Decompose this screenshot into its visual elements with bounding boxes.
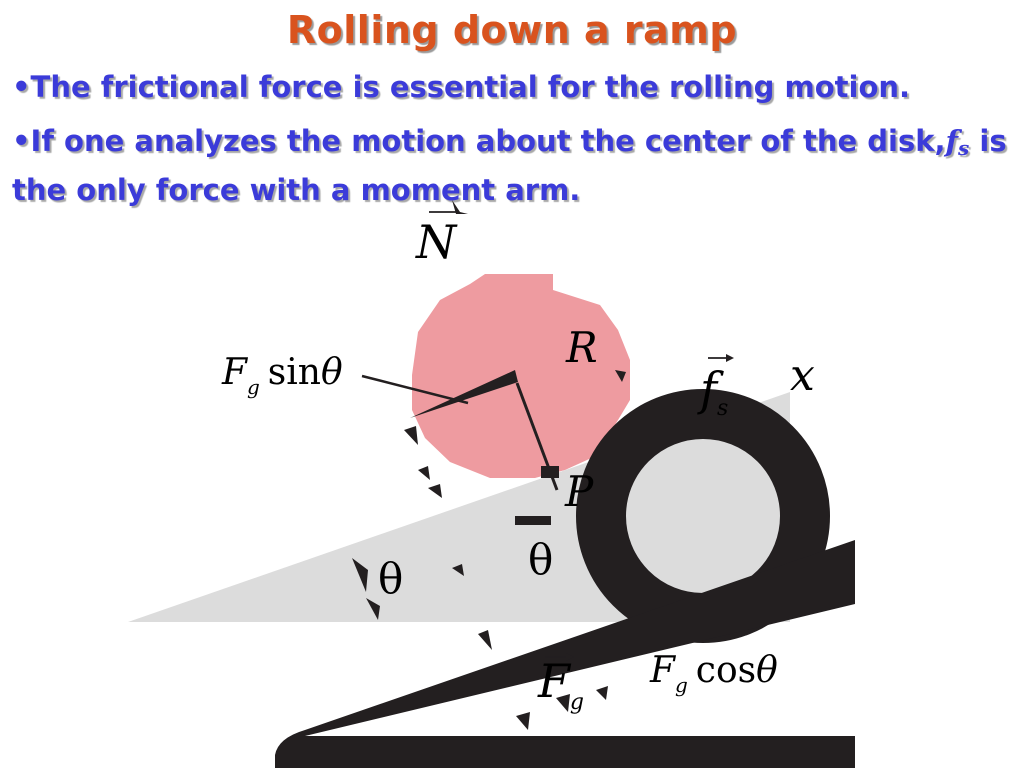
disk bbox=[412, 274, 630, 478]
ramp-band bbox=[275, 540, 855, 768]
fg-sin-leader bbox=[361, 374, 469, 405]
bullet-moment-arm: •If one analyzes the motion about the ce… bbox=[12, 120, 1012, 211]
angle-marks bbox=[352, 558, 380, 620]
bullet-marker: • bbox=[12, 70, 31, 104]
normal-arrow-head bbox=[452, 200, 468, 214]
friction-symbol-inline: fs bbox=[945, 124, 970, 160]
bullet-frictional-force: •The frictional force is essential for t… bbox=[12, 66, 1012, 108]
gravity-dashes bbox=[404, 426, 608, 730]
label-normal-force: N bbox=[415, 215, 458, 269]
friction-symbol-letter: f bbox=[945, 124, 959, 158]
slide-title: Rolling down a ramp bbox=[286, 8, 738, 52]
label-theta-inner: θ bbox=[528, 535, 553, 584]
bullet-text-start: If one analyzes the motion about the cen… bbox=[30, 124, 946, 158]
fg-sin-arrow bbox=[410, 370, 518, 418]
friction-arrow-head bbox=[726, 354, 734, 362]
bullet-marker: • bbox=[12, 124, 31, 158]
label-theta-ramp: θ bbox=[378, 554, 403, 603]
contact-tick bbox=[515, 516, 551, 525]
contact-notch bbox=[541, 466, 559, 478]
label-gravity: Fg bbox=[537, 654, 584, 715]
friction-marker bbox=[615, 370, 626, 382]
label-contact-point: P bbox=[564, 467, 594, 516]
friction-symbol-subscript: s bbox=[958, 136, 970, 160]
label-x-axis: x bbox=[790, 350, 815, 401]
bullet-text: The frictional force is essential for th… bbox=[30, 70, 911, 104]
bullet-text-end: is the only force with a moment arm. bbox=[12, 124, 1007, 207]
label-radius: R bbox=[565, 323, 598, 372]
gravity-arrow-head bbox=[566, 653, 574, 661]
